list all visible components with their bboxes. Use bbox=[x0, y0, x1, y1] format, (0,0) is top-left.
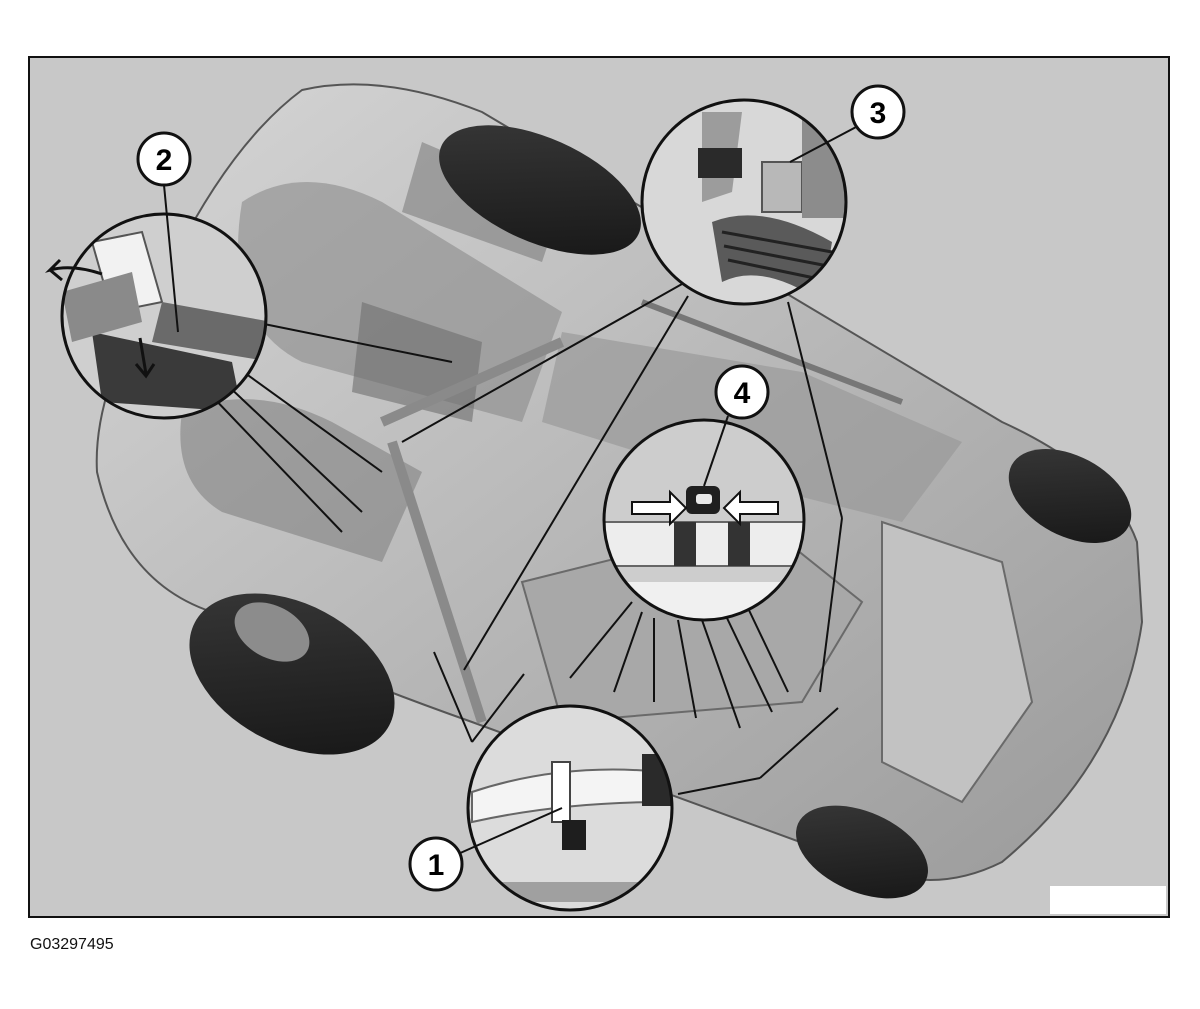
callout-1: 1 bbox=[408, 807, 563, 892]
tire-rear-left bbox=[1008, 449, 1132, 543]
callout-2: 2 bbox=[136, 131, 192, 333]
callout-3: 3 bbox=[789, 84, 906, 163]
detail-circle-2 bbox=[44, 212, 268, 420]
tire-front-right bbox=[189, 593, 395, 755]
detail-circle-4 bbox=[602, 415, 806, 622]
callout-3-label: 3 bbox=[870, 97, 887, 130]
leader-lines bbox=[207, 283, 843, 795]
detail-circle-1 bbox=[466, 704, 674, 912]
tire-rear-right bbox=[796, 805, 928, 899]
corner-blank-box bbox=[1050, 886, 1166, 914]
vehicle-underbody-illustration: 1 2 3 4 bbox=[44, 83, 1144, 912]
figure-code: G03297495 bbox=[30, 936, 114, 953]
callout-1-label: 1 bbox=[428, 849, 445, 882]
figure-frame: 1 2 3 4 bbox=[28, 56, 1170, 918]
callout-4: 4 bbox=[714, 364, 770, 420]
callout-2-label: 2 bbox=[156, 144, 173, 177]
detail-circle-3 bbox=[640, 98, 848, 306]
tire-front-left bbox=[439, 125, 641, 255]
callout-4-label: 4 bbox=[734, 377, 751, 410]
